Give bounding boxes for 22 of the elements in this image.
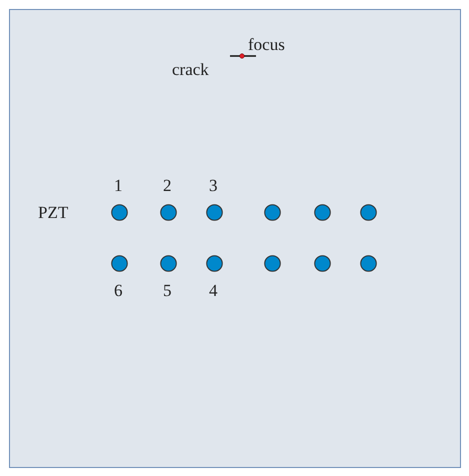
- sensor-circle: [206, 254, 222, 272]
- sensor-circle: [160, 204, 176, 220]
- focus-label: focus: [248, 36, 285, 53]
- sensor-number: 4: [209, 282, 218, 299]
- sensor-number: 5: [163, 282, 172, 299]
- sensor-number: 2: [163, 177, 172, 194]
- sensor-circle: [160, 254, 176, 272]
- sensor-circle: [206, 204, 222, 220]
- sensor-number: 6: [114, 282, 122, 299]
- plate: [9, 9, 461, 468]
- sensor-circle: [360, 204, 376, 220]
- sensor-circle: [110, 204, 128, 220]
- sensor-circle: [264, 254, 280, 272]
- sensor-group-label: PZT: [38, 204, 68, 221]
- sensor-number: 1: [114, 177, 122, 194]
- sensor-number: 3: [209, 177, 218, 194]
- sensor-circle: [314, 254, 330, 272]
- sensor-circle: [264, 204, 280, 220]
- sensor-circle: [360, 254, 376, 272]
- sensor-circle: [110, 254, 128, 272]
- crack-label: crack: [172, 61, 209, 78]
- sensor-circle: [314, 204, 330, 220]
